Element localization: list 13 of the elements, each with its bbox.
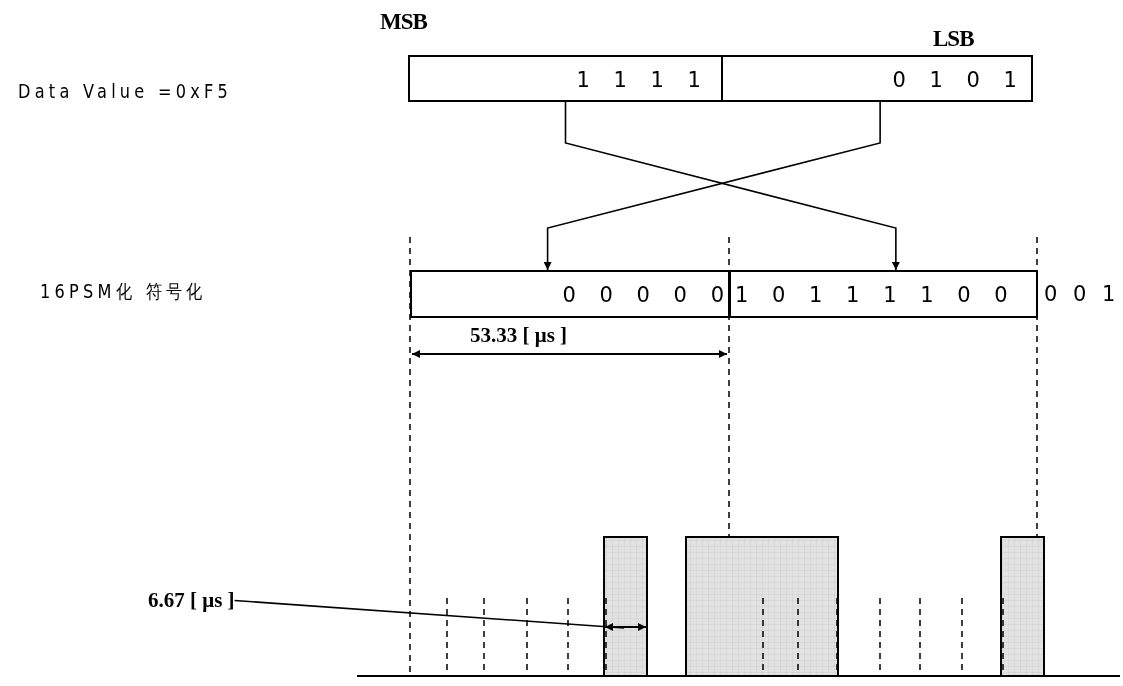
bit-values: 0 1 0 1 (892, 70, 1017, 91)
bit-field-box (729, 270, 1038, 318)
bit-field-box (410, 270, 730, 318)
leader-line (233, 599, 625, 629)
bit-values: 0 0 1 (1044, 284, 1116, 305)
bit-order-label: LSB (933, 27, 974, 50)
data-value-label: Data Value =0xF5 (18, 82, 233, 101)
bit-values: 1 0 1 1 1 1 0 0 (735, 285, 1008, 306)
row-label: 16PSM化 符号化 (40, 282, 207, 301)
bit-order-label: MSB (380, 10, 427, 33)
dimension-label: 6.67 [ μs ] (148, 588, 235, 612)
bit-values: 1 1 1 1 (576, 70, 701, 91)
bit-values: 0 0 0 0 0 (562, 285, 724, 306)
